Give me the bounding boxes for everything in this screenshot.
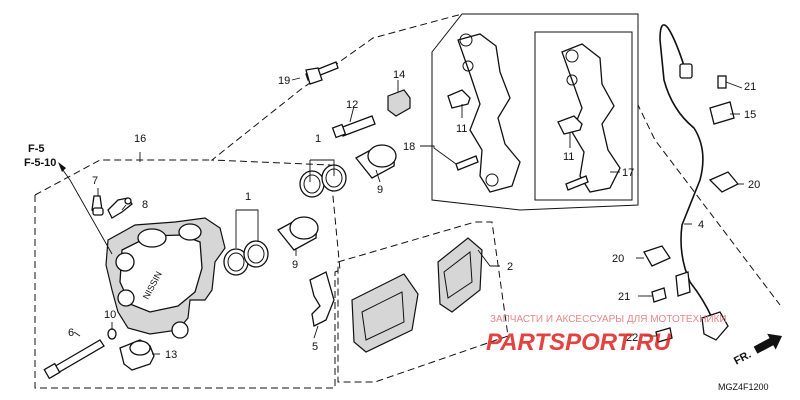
callout-12: 12 (346, 99, 358, 111)
callout-8: 8 (142, 199, 148, 211)
diagram-code: MGZ4F1200 (718, 382, 769, 392)
callout-6: 6 (68, 327, 74, 339)
bleeder-valve (91, 195, 104, 216)
callout-7: 7 (92, 175, 98, 187)
callout-9-lower: 9 (292, 259, 298, 271)
callout-10: 10 (104, 309, 116, 321)
sensor-clip (675, 271, 691, 297)
callout-19: 19 (278, 75, 290, 87)
callout-13: 13 (165, 349, 177, 361)
wire-clamp (709, 101, 735, 125)
pad-set-frame (337, 221, 509, 383)
group-frames (34, 13, 781, 389)
pin-plug (107, 328, 117, 340)
caliper-body-bracket-frame (34, 159, 212, 196)
callout-11-right: 11 (563, 151, 574, 163)
callout-17: 17 (622, 167, 634, 179)
callout-22: 22 (626, 332, 638, 344)
front-arrow-icon (753, 333, 783, 354)
reference-labels: F-5 F-5-10 (24, 143, 56, 169)
bracket-frame-inner (534, 31, 633, 201)
callouts: 19 12 14 1 9 1 9 16 7 8 6 10 13 5 2 18 1… (68, 69, 760, 361)
front-direction-indicator: FR. (732, 333, 783, 368)
reference-primary: F-5 (28, 143, 45, 155)
wire-guide-upper (708, 171, 740, 193)
callout-1-lower: 1 (245, 191, 251, 203)
pin-boot (387, 89, 411, 117)
brake-pad-front (351, 273, 419, 353)
watermark-logo: PARTSPORT.RU (486, 329, 672, 356)
pad-spring-right (557, 115, 583, 135)
sensor-bolt (655, 327, 673, 343)
callout-21-upper: 21 (744, 81, 756, 93)
wheel-speed-sensor-wire (659, 24, 729, 341)
pad-retainer (309, 271, 335, 327)
pad-pin (43, 339, 105, 380)
callout-20-upper: 20 (748, 179, 760, 191)
watermark: ЗАПЧАСТИ И АКСЕССУАРЫ ДЛЯ МОТОТЕХНИКИ PA… (486, 314, 727, 356)
watermark-caption: ЗАПЧАСТИ И АКСЕССУАРЫ ДЛЯ МОТОТЕХНИКИ (490, 314, 727, 325)
brake-pad-rear (437, 237, 483, 313)
callout-11-left: 11 (456, 123, 467, 135)
mounting-bolt (305, 61, 339, 85)
pistons-and-seals (223, 144, 397, 276)
caliper-body: NISSIN (105, 217, 226, 339)
callout-9-upper: 9 (377, 184, 383, 196)
callout-18: 18 (403, 141, 415, 153)
callout-4: 4 (698, 219, 704, 231)
callout-15: 15 (744, 109, 756, 121)
slide-pin (331, 115, 376, 139)
reference-secondary: F-5-10 (24, 157, 56, 169)
bracket-frame-outer (431, 13, 639, 211)
callout-20-lower: 20 (612, 253, 624, 265)
caliper-bracket (455, 33, 521, 193)
callout-5: 5 (312, 341, 318, 353)
leader-lines (58, 77, 744, 355)
clamp-bolt-lower (651, 287, 667, 303)
front-direction-label: FR. (732, 349, 753, 368)
callout-21-lower: 21 (618, 291, 630, 303)
caliper-assembly-frame (34, 13, 781, 389)
wire-guide-lower (643, 245, 671, 267)
pin-bolt (119, 339, 155, 371)
callout-1-upper: 1 (315, 133, 321, 145)
callout-16: 16 (134, 133, 146, 145)
callout-14: 14 (393, 69, 405, 81)
clamp-bolt-upper (717, 75, 727, 89)
pad-spring-left (447, 89, 471, 109)
bleeder-cap (107, 197, 133, 219)
callout-2: 2 (507, 261, 513, 273)
